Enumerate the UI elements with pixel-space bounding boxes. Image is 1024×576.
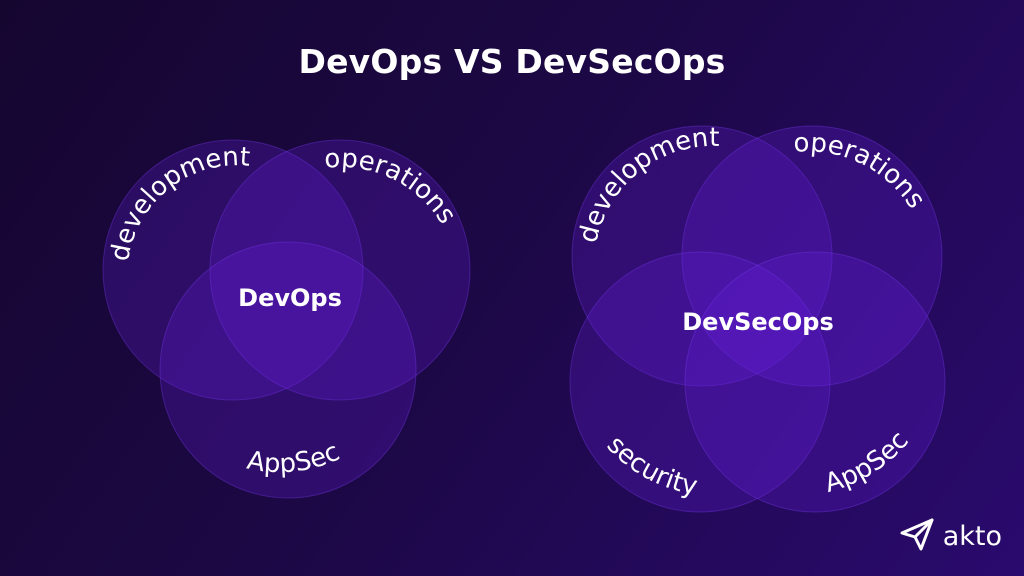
operations-circle <box>681 125 943 387</box>
devops-venn: development operations AppSec DevOps <box>102 139 471 499</box>
security-circle <box>569 251 831 513</box>
operations-circle <box>209 139 471 401</box>
brand-logo: akto <box>899 516 1002 556</box>
development-circle <box>102 139 364 401</box>
devsecops-venn: development operations security AppSec D… <box>569 123 946 513</box>
page-title: DevOps VS DevSecOps <box>298 42 726 81</box>
appsec-circle <box>684 251 946 513</box>
devsecops-center-label: DevSecOps <box>682 308 834 336</box>
development-circle <box>571 125 833 387</box>
appsec-circle <box>159 241 417 499</box>
brand-name: akto <box>942 520 1002 552</box>
devops-center-label: DevOps <box>238 284 342 312</box>
paper-plane-icon <box>899 516 935 556</box>
